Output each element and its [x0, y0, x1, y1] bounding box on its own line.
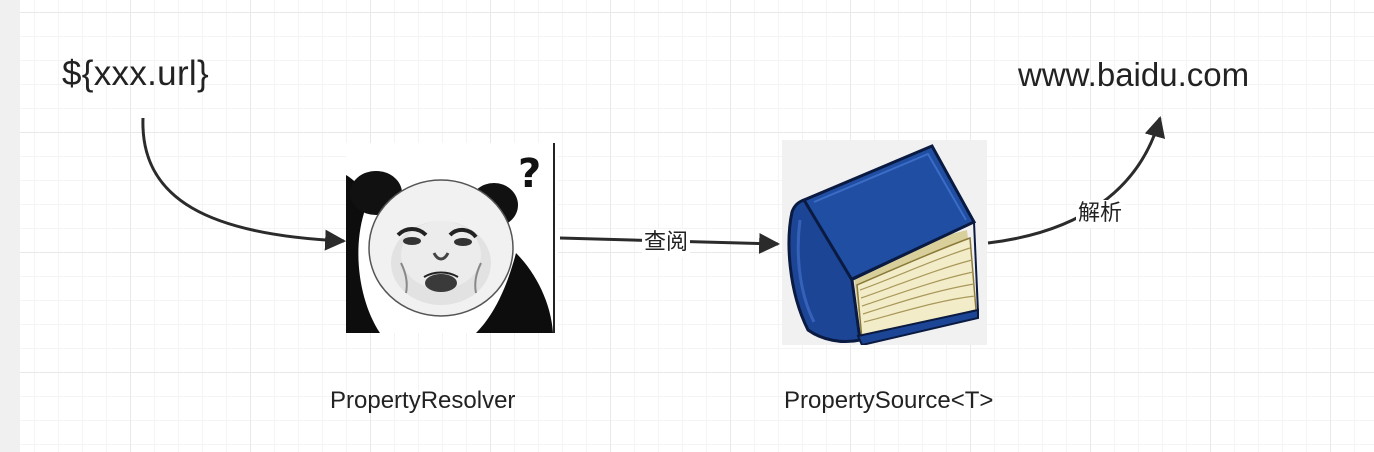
source-expression-label: ${xxx.url} — [62, 54, 209, 93]
confused-panda-meme-icon: ? — [346, 143, 558, 333]
target-value-label: www.baidu.com — [1018, 56, 1250, 93]
blue-book-icon — [782, 140, 987, 345]
arrow-source-to-target — [987, 115, 1166, 245]
arrow-expression-to-resolver — [141, 117, 347, 251]
property-resolver-label: PropertyResolver — [330, 387, 516, 414]
property-source-label: PropertySource<T> — [784, 387, 994, 414]
edge-label-lookup: 查阅 — [642, 229, 691, 257]
left-margin-strip — [0, 0, 20, 452]
edge-label-parse: 解析 — [1076, 200, 1125, 228]
svg-text:?: ? — [518, 151, 541, 197]
